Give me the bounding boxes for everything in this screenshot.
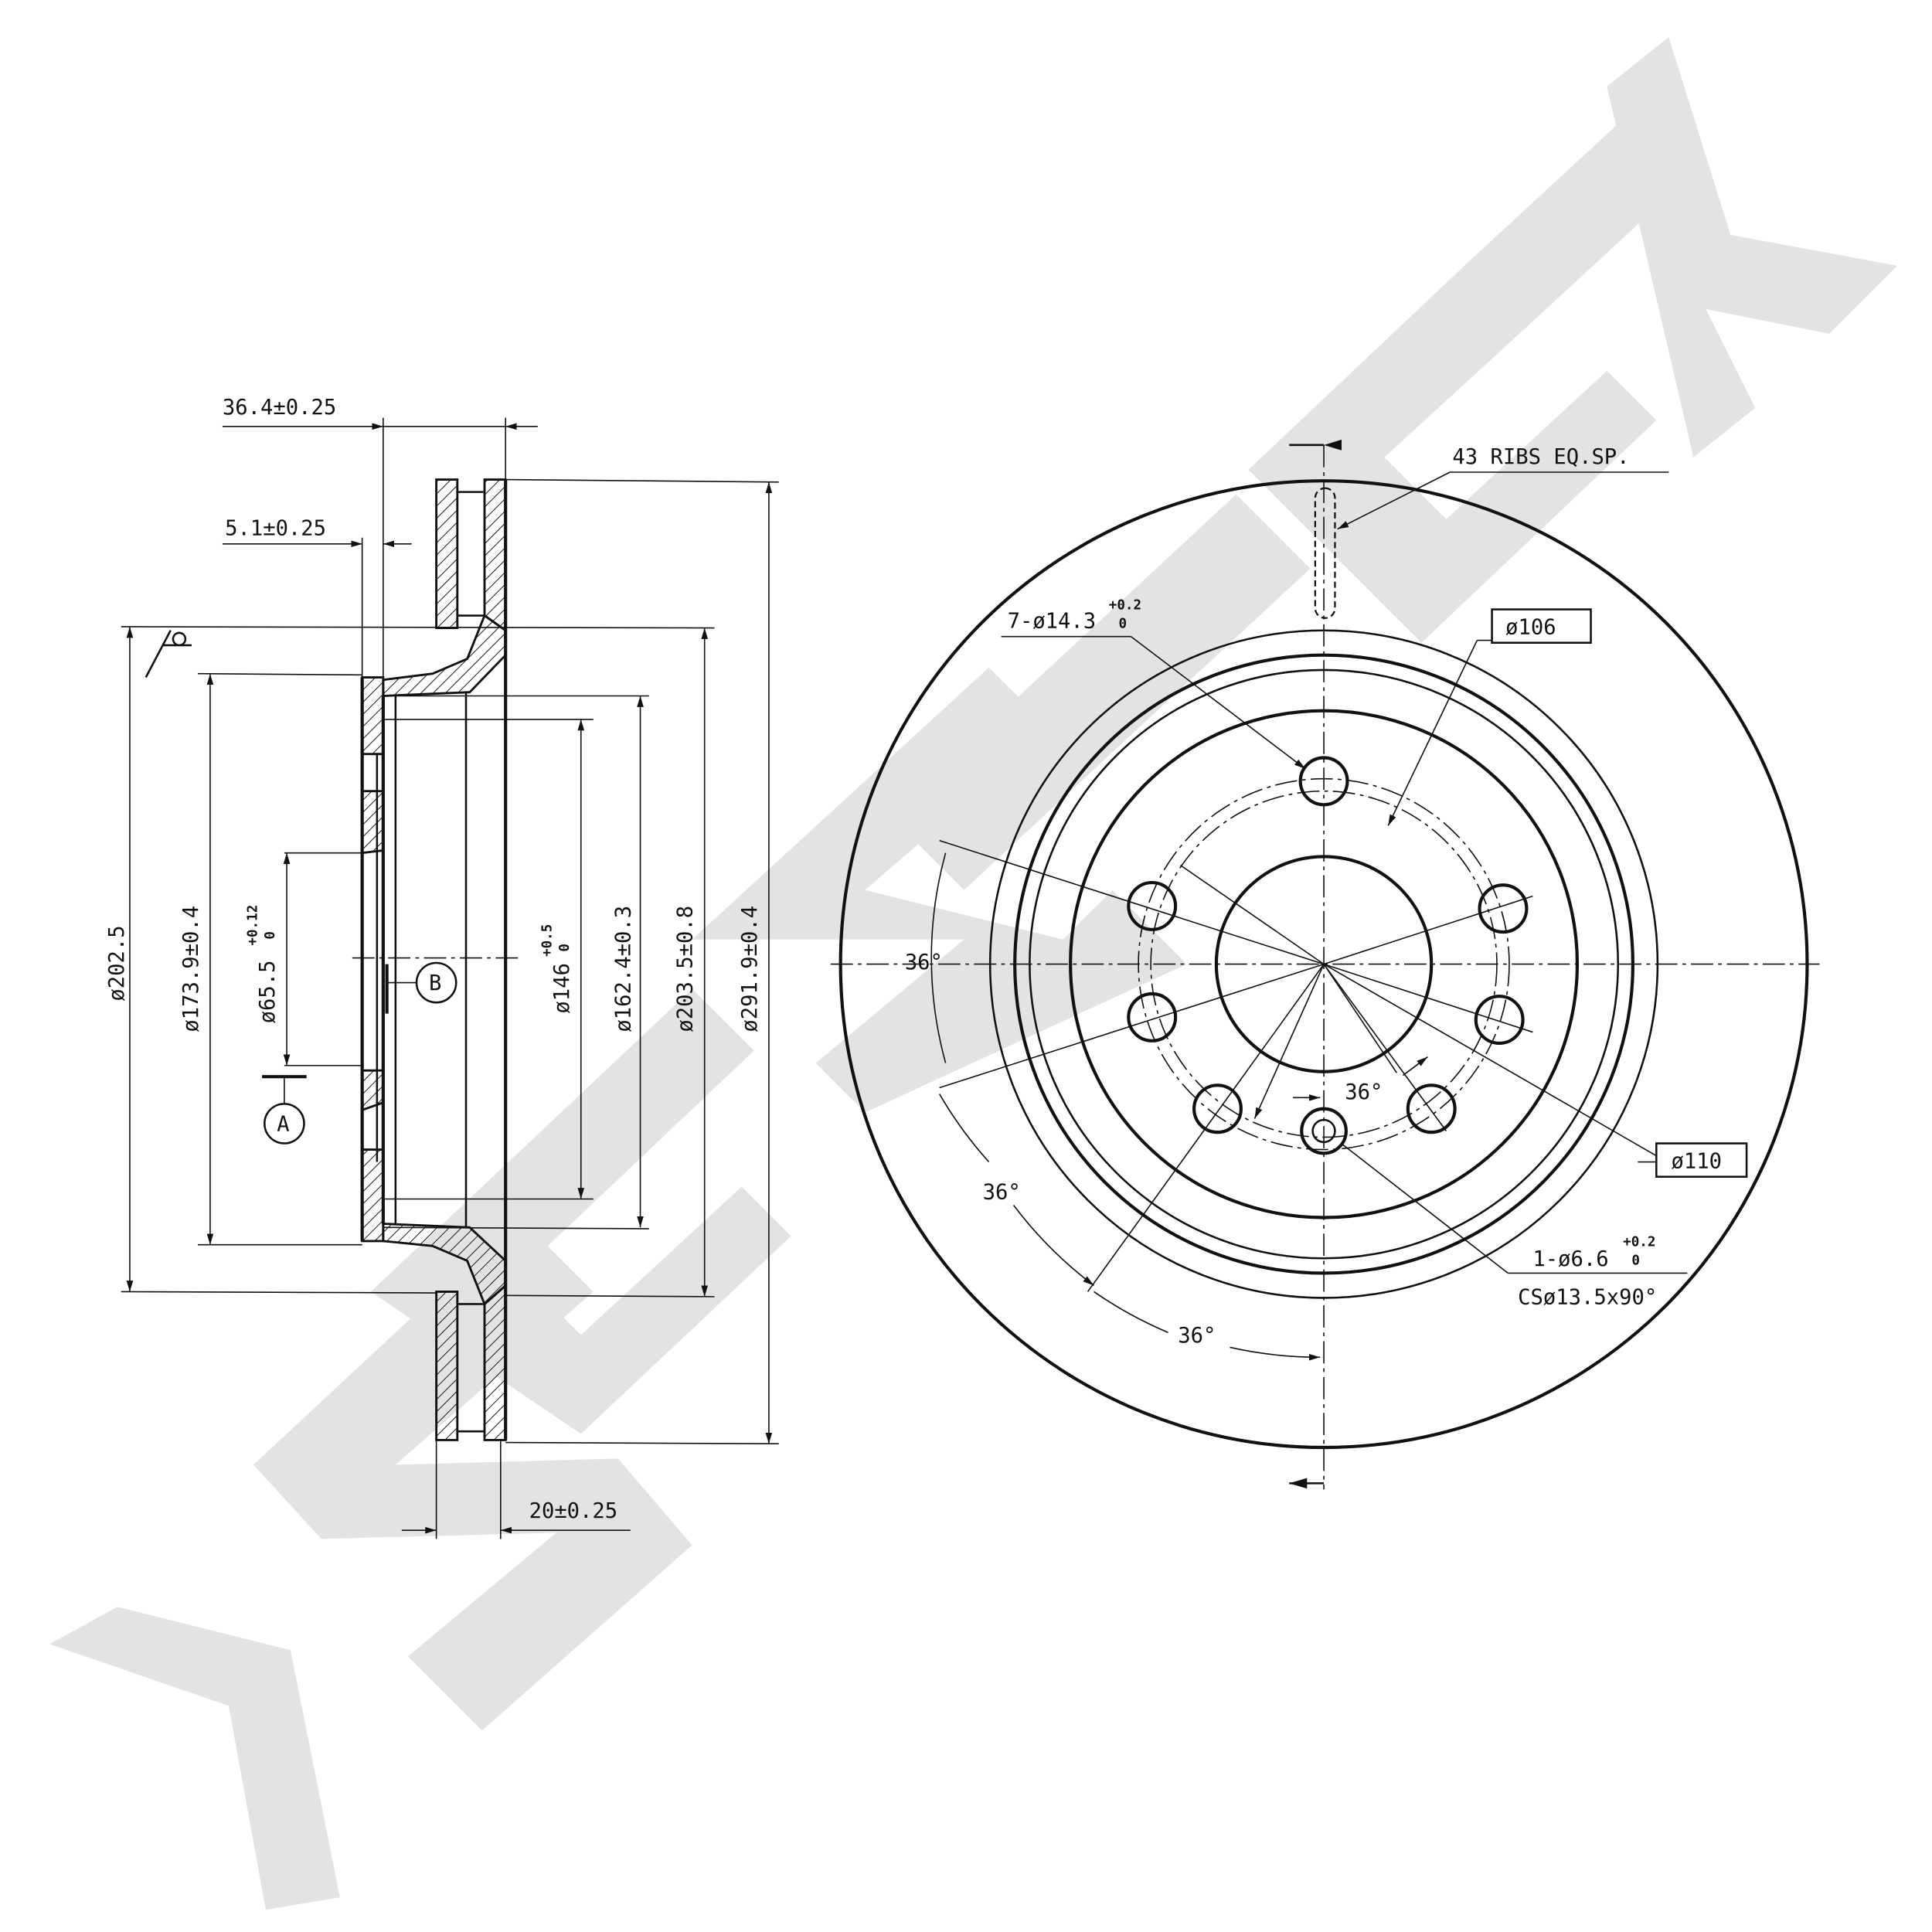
front-view: 43 RIBS EQ.SP. 7-ø14.3 +0.2 0 ø106 ø110 … [830,445,1820,1490]
bolt-holes [1127,756,1529,1134]
pin-hole-tol-low: 0 [1631,1253,1640,1268]
dim-dia-146-tol-up: +0.5 [539,924,555,957]
dim-flange-thickness: 5.1±0.25 [225,517,326,541]
ribs-note: 43 RIBS EQ.SP. [1452,445,1629,469]
section-view: 36.4±0.25 5.1±0.25 20±0.25 ø202.5 ø173.9… [105,396,779,1539]
dim-dia-146-tol-low: 0 [557,944,573,952]
dim-dia-65-tol-low: 0 [263,931,278,940]
pin-hole-countersink [1300,1107,1348,1155]
flange [361,1069,385,1112]
dia-110-box [1655,1142,1748,1178]
datum-b-circle [415,961,457,1004]
outer-plate-top [435,478,459,629]
center-bore [1214,855,1434,1073]
cooling-rib [1314,487,1336,619]
datum-a-label: A [277,1113,289,1137]
angle-label: 36° [1345,1080,1383,1104]
angle-label: 36° [983,1181,1021,1205]
datum-a-circle [264,1103,305,1145]
bolt-holes-note: 7-ø14.3 [1008,610,1097,634]
dia-106-label: ø106 [1505,616,1556,640]
dim-dia-162: ø162.4±0.3 [612,906,636,1032]
bolt-holes-tol-up: +0.2 [1109,598,1141,614]
pin-hole [1311,1118,1336,1144]
flange [361,676,385,756]
countersink-note: CSø13.5x90° [1518,1285,1657,1309]
angle-label: 36° [905,951,943,975]
dia-110-label: ø110 [1672,1150,1722,1174]
flange [361,790,385,855]
hat-inner-circle [1069,709,1580,1219]
dim-thickness: 20±0.25 [529,1499,618,1523]
dim-dia-202: ø202.5 [105,925,129,1001]
inner-plate-bottom [483,1283,507,1441]
dim-dia-291: ø291.9±0.4 [738,906,762,1032]
bolt-circle [1150,790,1498,1138]
inner-plate-top [483,478,507,633]
dim-hat-height: 36.4±0.25 [223,396,336,420]
dim-dia-146: ø146 [550,963,574,1013]
hat-outer-circle [1013,653,1635,1275]
pin-hole-tol-up: +0.2 [1623,1234,1655,1250]
rotor-inner-edge [988,629,1659,1299]
watermark [49,36,1898,1910]
outer-diameter-circle [838,479,1809,1450]
bolt-holes-tol-low: 0 [1119,617,1128,632]
flange [361,1148,385,1243]
angle-label: 36° [1178,1324,1216,1348]
dia-106-box [1491,608,1592,645]
dim-dia-65: ø65.5 [256,961,280,1024]
dim-dia-65-tol-up: +0.12 [246,905,261,946]
pin-hole-note: 1-ø6.6 [1532,1247,1608,1271]
dim-dia-173: ø173.9±0.4 [179,906,203,1032]
datum-b-label: B [429,971,441,995]
outer-plate-bottom [435,1291,459,1441]
dim-dia-203: ø203.5±0.8 [674,906,698,1032]
